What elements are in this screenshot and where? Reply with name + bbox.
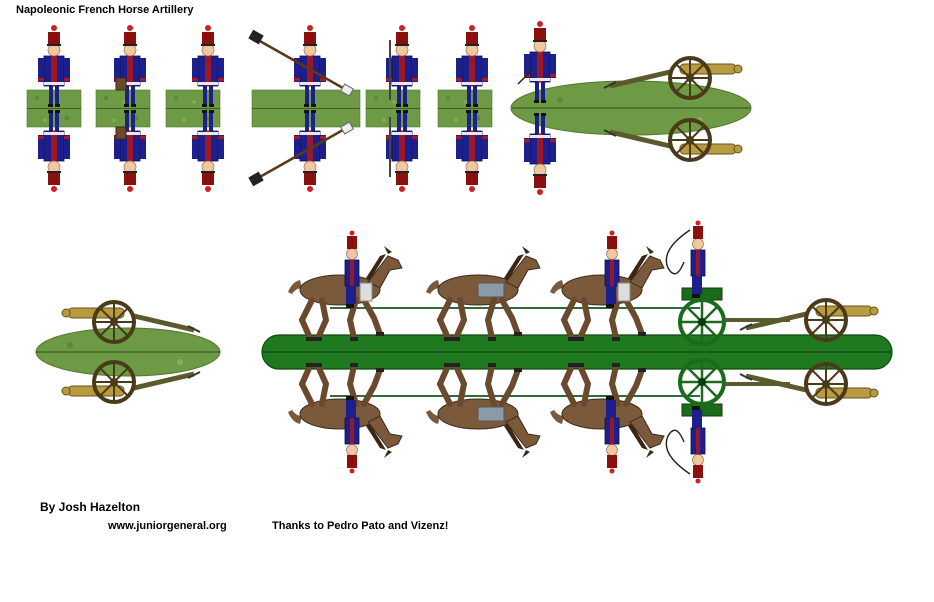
website-link[interactable]: www.juniorgeneral.org xyxy=(108,520,227,532)
foot-gunner-stand-1 xyxy=(26,24,82,193)
sheet-title: Napoleonic French Horse Artillery xyxy=(16,4,194,16)
foot-gunner-stand-3 xyxy=(165,24,225,193)
cannon-stand xyxy=(35,302,221,402)
thanks-credit: Thanks to Pedro Pato and Vizenz! xyxy=(272,520,449,532)
foot-gunner-stand-2 xyxy=(95,24,151,193)
rammer-gunner-stand xyxy=(248,24,361,193)
whip-icon xyxy=(665,229,691,275)
gun-crew-stand xyxy=(510,20,752,196)
limber-wheel-icon xyxy=(678,286,726,346)
rammer-icon xyxy=(257,38,351,94)
foot-gunner-stand-4 xyxy=(365,24,421,193)
limber-team-stand xyxy=(261,220,893,484)
foot-gunner-stand-5 xyxy=(437,24,493,193)
author-credit: By Josh Hazelton xyxy=(40,500,141,514)
